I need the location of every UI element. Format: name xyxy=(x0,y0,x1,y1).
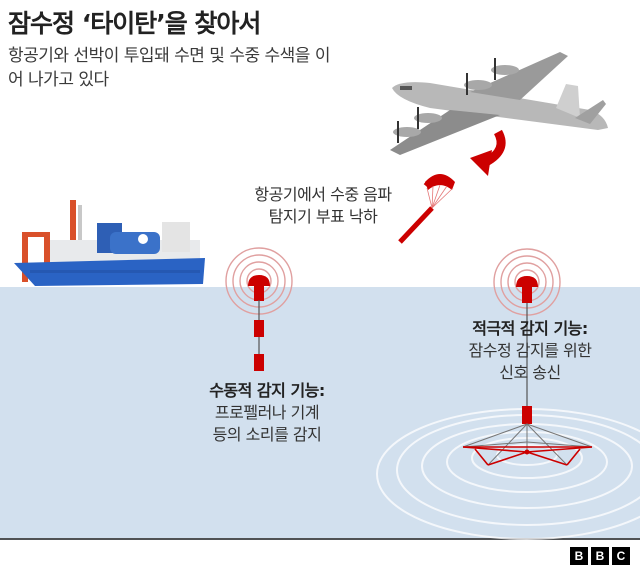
research-ship-icon xyxy=(14,200,205,286)
bbc-logo-letter: B xyxy=(591,547,609,565)
active-detection-line2: 신호 송신 xyxy=(499,363,561,382)
passive-detection-line1: 프로펠러나 기계 xyxy=(214,403,320,422)
active-sonobuoy-icon xyxy=(462,248,593,466)
active-detection-heading: 적극적 감지 기능: xyxy=(472,319,588,338)
curved-arrow-icon xyxy=(470,129,506,176)
page-subtitle: 항공기와 선박이 투입돼 수면 및 수중 수색을 이어 나가고 있다 xyxy=(8,46,331,90)
bbc-logo-letter: B xyxy=(570,547,588,565)
bbc-logo-letter: C xyxy=(612,547,630,565)
page-title: 잠수정 ‘타이탄’을 찾아서 xyxy=(8,9,261,38)
sonar-ripples-icon xyxy=(376,408,640,540)
passive-detection-label: 수동적 감지 기능: 프로펠러나 기계 등의 소리를 감지 xyxy=(172,380,362,446)
drop-label-line2: 탐지기 부표 낙하 xyxy=(268,207,378,226)
passive-detection-line2: 등의 소리를 감지 xyxy=(212,425,322,444)
drop-label-line1: 항공기에서 수중 음파 xyxy=(254,185,392,204)
bottom-divider xyxy=(0,538,640,540)
active-detection-label: 적극적 감지 기능: 잠수정 감지를 위한 신호 송신 xyxy=(440,318,620,384)
parachute-sonobuoy-icon xyxy=(398,174,455,244)
bbc-logo: B B C xyxy=(570,547,630,565)
patrol-aircraft-icon xyxy=(390,52,608,155)
active-detection-line1: 잠수정 감지를 위한 xyxy=(468,341,592,360)
sonobuoy-drop-label: 항공기에서 수중 음파 탐지기 부표 낙하 xyxy=(218,184,428,228)
passive-sonobuoy-icon xyxy=(225,247,293,371)
passive-detection-heading: 수동적 감지 기능: xyxy=(209,381,325,400)
sea-water-area xyxy=(0,287,640,538)
